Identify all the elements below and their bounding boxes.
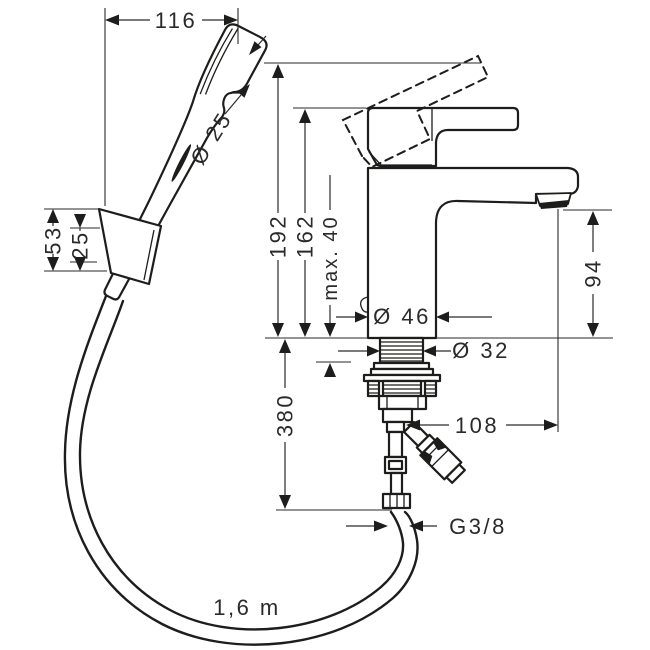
dim-116: 116 bbox=[104, 8, 239, 206]
label-116: 116 bbox=[155, 8, 198, 33]
dim-53: 53 bbox=[41, 208, 107, 272]
dim-shank-diameter: Ø 32 bbox=[338, 338, 510, 363]
dim-max-40: max. 40 bbox=[316, 175, 351, 377]
sprayer-holder bbox=[97, 207, 163, 286]
aerator-dark-band bbox=[539, 200, 569, 209]
dim-25: 25 bbox=[68, 214, 100, 271]
label-diameter-46: Ø 46 bbox=[373, 304, 431, 329]
label-diameter-32: Ø 32 bbox=[452, 338, 510, 363]
sprayer-faceplate-line2 bbox=[204, 27, 239, 95]
dim-thread: G3/8 bbox=[346, 514, 507, 539]
label-192: 192 bbox=[266, 214, 291, 258]
mounting-shank bbox=[362, 336, 442, 411]
sprayer-handle-slot bbox=[171, 144, 192, 182]
label-53: 53 bbox=[41, 225, 66, 254]
detail-curl bbox=[360, 296, 369, 313]
shower-hose bbox=[63, 294, 419, 646]
label-94: 94 bbox=[581, 258, 606, 287]
dim-base-diameter: Ø 46 bbox=[336, 304, 492, 329]
faucet-spout-outline bbox=[366, 166, 580, 340]
sprayer-faceplate-line bbox=[199, 28, 233, 95]
label-hose-length: 1,6 m bbox=[213, 595, 281, 620]
dim-380: 380 bbox=[273, 339, 298, 509]
mounting-nut bbox=[377, 394, 428, 411]
label-380: 380 bbox=[273, 393, 298, 437]
label-g38: G3/8 bbox=[449, 514, 507, 539]
label-25: 25 bbox=[68, 230, 93, 259]
dim-192: 192 bbox=[264, 62, 481, 337]
deck-line bbox=[265, 209, 613, 511]
label-108: 108 bbox=[455, 413, 499, 438]
angled-connector bbox=[402, 420, 466, 484]
supply-connector bbox=[381, 407, 414, 510]
label-max-40: max. 40 bbox=[320, 215, 342, 300]
dim-94: 94 bbox=[563, 209, 612, 337]
dim-162: 162 bbox=[293, 107, 366, 337]
label-162: 162 bbox=[293, 214, 318, 258]
dim-108: 108 bbox=[406, 413, 558, 438]
